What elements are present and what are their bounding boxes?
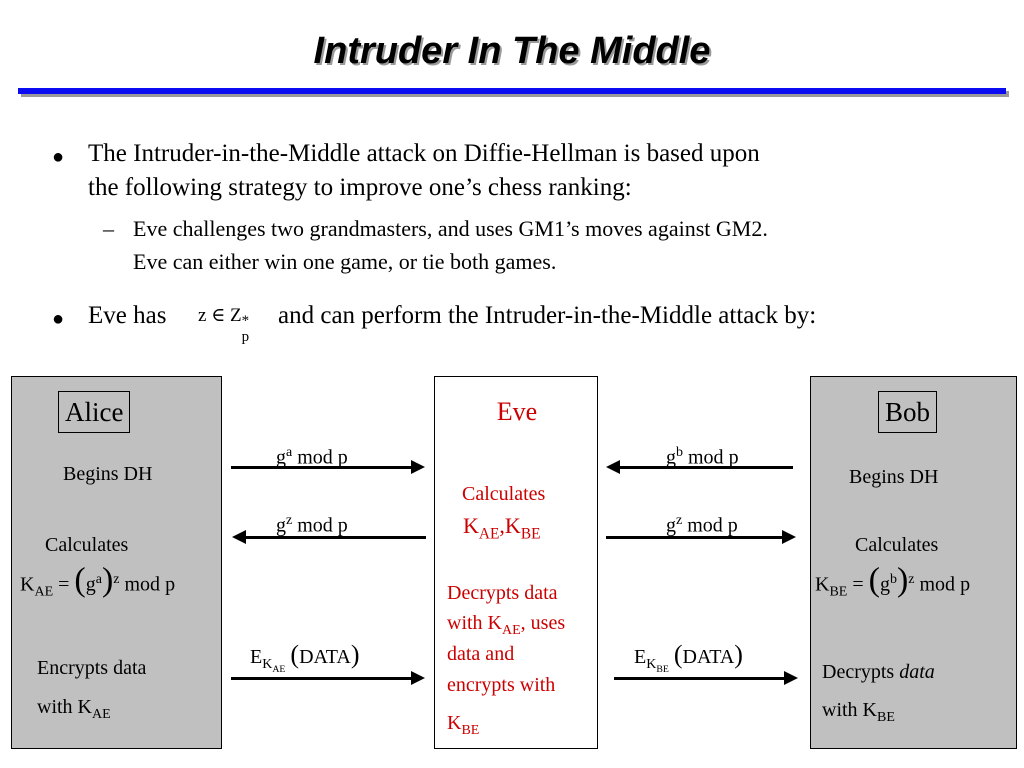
arrow-bob-to-eve <box>606 460 793 474</box>
bullet-2-math: z ∈ Z*p <box>198 305 250 345</box>
eve-decrypts-line-5: KBE <box>447 712 480 738</box>
arrow-alice-to-eve-2 <box>231 671 425 685</box>
eve-name: Eve <box>496 397 538 426</box>
bob-panel: Bob Begins DH Calculates KBE = (gb)z mod… <box>810 376 1017 749</box>
eve-calculates: Calculates <box>462 483 546 505</box>
arrow-eve-to-bob-2 <box>614 671 798 685</box>
eve-decrypts-line-4: encrypts with <box>447 674 556 696</box>
bob-calculates: Calculates <box>855 534 939 556</box>
eve-decrypts-line-3: data and <box>447 643 515 665</box>
bob-decrypts-line-1: Decrypts data <box>822 661 935 683</box>
bob-decrypts-line-2: with KBE <box>822 699 895 725</box>
bullet-1-line-1: The Intruder-in-the-Middle attack on Dif… <box>88 140 760 167</box>
bullet-dot-2: ● <box>52 308 65 330</box>
eve-panel: Eve Calculates KAE,KBE Decrypts data wit… <box>434 376 598 749</box>
eve-decrypts-line-1: Decrypts data <box>447 582 558 604</box>
bullet-1-line-2: the following strategy to improve one’s … <box>88 174 632 201</box>
alice-begins-dh: Begins DH <box>63 463 153 485</box>
bullet-2-prefix: Eve has <box>88 302 167 329</box>
eve-keys: KAE,KBE <box>463 513 541 543</box>
msg-left-1-label: ga mod p <box>276 445 348 469</box>
msg-right-3-label: EKBE (DATA) <box>634 640 743 675</box>
arrow-eve-to-alice <box>232 530 426 544</box>
alice-name: Alice <box>58 391 131 433</box>
title-rule <box>18 88 1006 94</box>
arrow-alice-to-eve-1 <box>231 460 425 474</box>
alice-panel: Alice Begins DH Calculates KAE = (ga)z m… <box>11 376 222 749</box>
bullet-dot-1: ● <box>52 146 65 168</box>
alice-encrypts-line-1: Encrypts data <box>37 657 147 679</box>
arrow-eve-to-bob-1 <box>606 530 796 544</box>
page-title: Intruder In The Middle <box>313 30 711 72</box>
sub-bullet-dash: – <box>103 216 114 241</box>
bob-begins-dh: Begins DH <box>849 466 939 488</box>
alice-calculates: Calculates <box>45 534 129 556</box>
bullet-2-suffix: and can perform the Intruder-in-the-Midd… <box>278 302 817 329</box>
alice-key-formula: KAE = (ga)z mod p <box>20 561 176 600</box>
msg-left-2-label: gz mod p <box>276 513 348 537</box>
bob-name: Bob <box>878 391 938 433</box>
eve-decrypts-line-2: with KAE, uses <box>447 612 566 638</box>
sub-bullet-line-2: Eve can either win one game, or tie both… <box>133 249 557 274</box>
msg-left-3-label: EKAE (DATA) <box>250 640 360 675</box>
alice-encrypts-line-2: with KAE <box>37 696 111 722</box>
sub-bullet-line-1: Eve challenges two grandmasters, and use… <box>133 216 768 241</box>
msg-right-2-label: gz mod p <box>666 513 738 537</box>
bob-key-formula: KBE = (gb)z mod p <box>815 561 971 600</box>
msg-right-1-label: gb mod p <box>666 445 739 469</box>
